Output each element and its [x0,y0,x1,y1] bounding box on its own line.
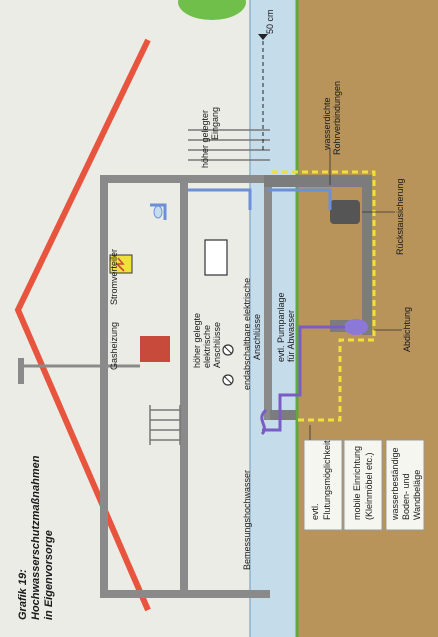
socket-mark [223,375,233,385]
legend-box-3 [385,439,425,531]
label-elektrisch-3: Anschlüsse [212,322,222,368]
label-height-marker: 50 cm [265,9,275,34]
title-line2: Hochwasserschutzmaßnahmen [30,455,42,620]
title-line1: Grafik 19: [17,569,29,620]
label-gasheizung: Gasheizung [109,322,119,370]
shower-icon [150,203,167,220]
label-elektrisch-1: höher gelegte [192,313,202,368]
backflow-valve [330,200,360,224]
label-bemessung: Bemessungshochwasser [242,470,252,570]
shower-head [153,205,163,219]
legend-box3-line1: wasserbeständige [390,447,400,521]
label-rohr-2: Rohrverbindungen [332,81,342,155]
label-eingang-1: höher gelegter [200,110,210,168]
label-abdichtung: Abdichtung [402,307,412,352]
flood-water-strip [250,0,298,637]
label-rueckstau: Rückstausicherung [395,178,405,255]
drain-pipe [262,325,345,432]
legend-box1-line2: Flutungsmöglichkeit [322,440,332,520]
basement-wall [264,175,272,420]
chimney [18,358,24,384]
legend-box3-line2: Boden- und [401,473,411,520]
water-pipe-basement [268,188,332,210]
legend-box-2 [343,439,383,531]
basement-wall-left [270,410,296,420]
label-rohr-1: wasserdichte [322,97,332,151]
boiler-icon [204,239,228,276]
legend-box1-line1: evtl. [310,503,320,520]
socket-mark [223,345,233,355]
waterproof-seal [272,170,376,422]
legend-box-1 [303,439,343,531]
attic-floor [100,178,108,596]
water-pipe-upper [188,188,252,210]
label-stromverteiler: Stromverteiler [109,249,119,305]
legend-box3-line3: Wandbeläge [412,470,422,520]
drain-pipe-end [260,408,268,436]
lightning-icon [115,257,125,272]
wall-right [100,175,270,183]
label-pumpanlage-2: für Abwasser [286,310,296,362]
label-endabschaltbar-2: Anschlüsse [252,314,262,360]
title-line3: in Eigenvorsorge [43,530,55,620]
label-elektrisch-2: elektrische [202,325,212,368]
basement-floor [362,175,372,335]
raised-entrance [188,129,270,161]
label-pumpanlage-1: evtl. Pumpanlage [276,292,286,362]
wall-left [100,590,270,598]
attic-stairs [149,405,181,445]
tree [178,0,246,20]
label-endabschaltbar-1: endabschaltbare elektrische [242,278,252,390]
height-marker-arrow [258,34,268,40]
legend-box2-line2: (Kleinmöbel etc.) [364,452,374,520]
gas-heater-icon [140,336,170,362]
label-eingang-2: Eingang [210,107,220,140]
title-group: Grafik 19: Hochwasserschutzmaßnahmen in … [17,455,55,620]
legend-box2-line1: mobile Einrichtung [352,446,362,520]
basement-wall-right [264,175,370,187]
pump-icon [344,319,368,335]
ground-floor-slab [180,178,188,596]
